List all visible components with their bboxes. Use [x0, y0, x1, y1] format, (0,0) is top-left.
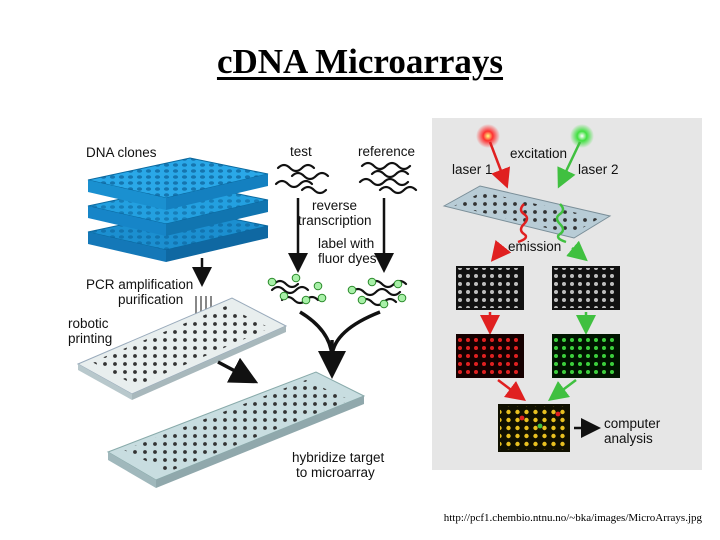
arrow-green-to-merge	[548, 379, 577, 401]
label-computer-line2: analysis	[604, 431, 653, 446]
dna-clone-plates	[87, 157, 269, 262]
printing-slide	[76, 297, 288, 400]
laser2-beam	[557, 141, 582, 189]
labeled-cdna	[267, 273, 408, 309]
label-laser2: laser 2	[578, 162, 619, 177]
emission-green-arrow	[566, 240, 588, 262]
mrna-strands	[274, 161, 418, 195]
arrow-red-to-merge	[497, 379, 526, 401]
source-url: http://pcf1.chembio.ntnu.no/~bka/images/…	[443, 512, 702, 524]
slide-title: cDNA Microarrays	[216, 42, 504, 81]
label-emission: emission	[508, 239, 561, 254]
scanned-slide	[442, 185, 612, 239]
label-reference: reference	[358, 144, 415, 159]
label-hyb-line1: hybridize target	[292, 450, 385, 465]
emission-red-arrow	[490, 240, 512, 262]
arrow-printing-to-hybridize	[217, 357, 259, 384]
label-laser1: laser 1	[452, 162, 493, 177]
hybridized-microarray	[106, 371, 366, 488]
label-pcr-line1: PCR amplification	[86, 277, 193, 292]
label-robotic-line1: robotic	[68, 316, 109, 331]
laser1-glow	[476, 124, 500, 148]
label-rt-line1: reverse	[312, 198, 357, 213]
label-dna-clones: DNA clones	[86, 145, 157, 160]
converge-lines	[299, 310, 381, 357]
emission-green	[555, 203, 567, 244]
label-rt-line2: transcription	[298, 213, 372, 228]
laser1-beam	[488, 141, 511, 189]
laser2-glow	[570, 124, 594, 148]
label-test: test	[290, 144, 312, 159]
emission-red	[517, 203, 529, 244]
label-label-line2: fluor dyes	[318, 251, 377, 266]
label-robotic-line2: printing	[68, 331, 112, 346]
label-pcr-line2: purification	[118, 292, 183, 307]
label-excitation: excitation	[510, 146, 567, 161]
label-label-line1: label with	[318, 236, 374, 251]
label-computer-line1: computer	[604, 416, 661, 431]
label-hyb-line2: to microarray	[296, 465, 375, 480]
